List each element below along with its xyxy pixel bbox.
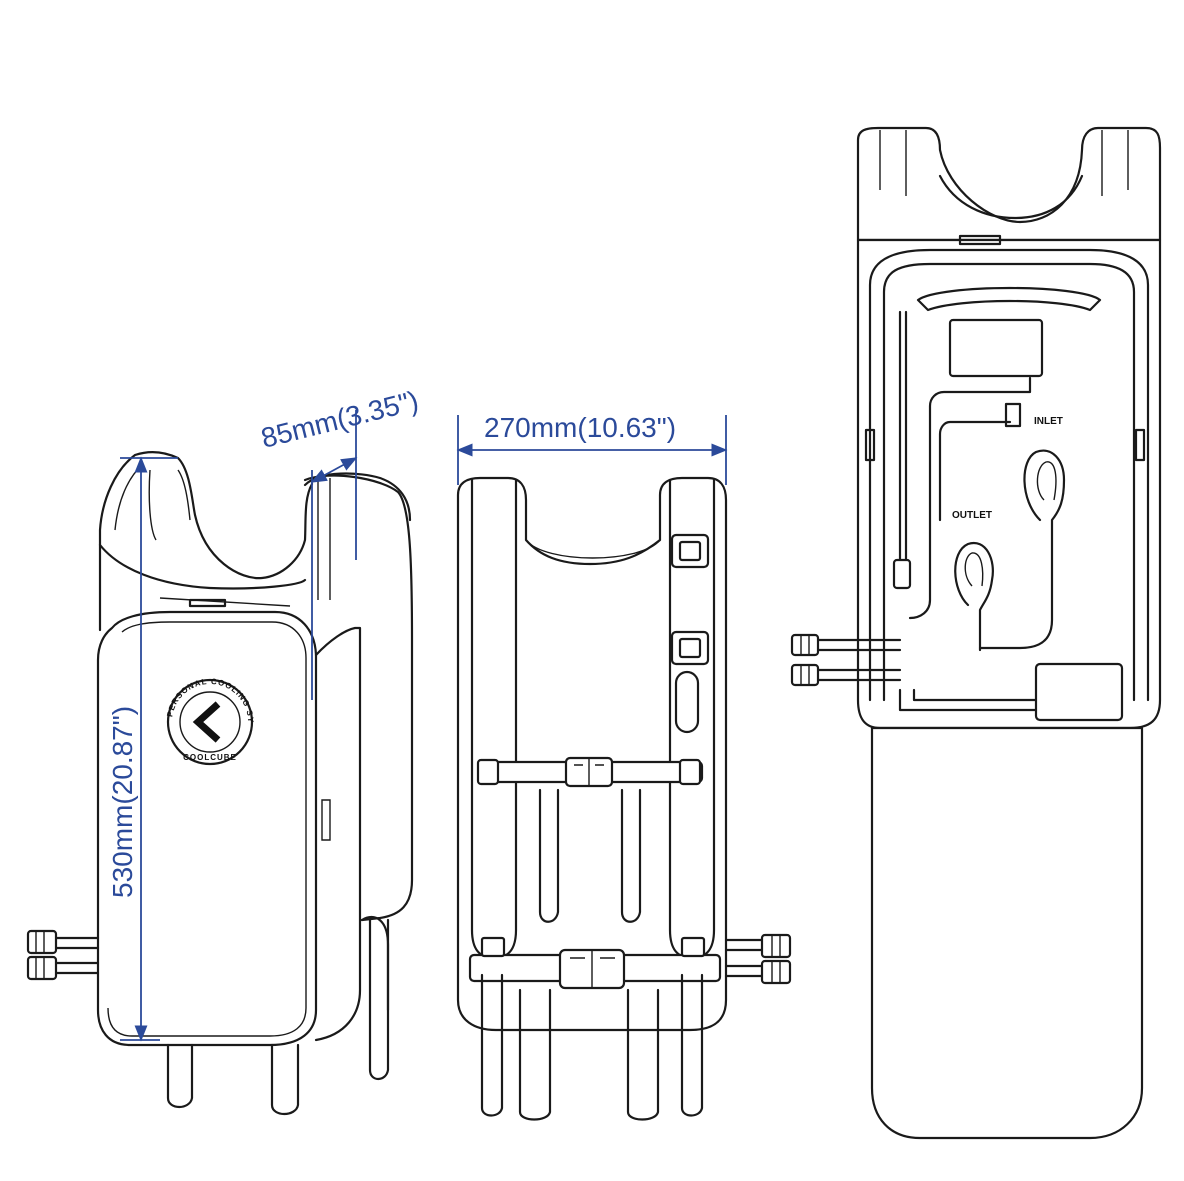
neck-curve xyxy=(525,539,661,559)
control-box xyxy=(948,318,1044,378)
cooling-cradle xyxy=(916,286,1102,312)
side-zipper xyxy=(321,799,331,841)
bottom-strap-mid xyxy=(270,1043,300,1116)
lower-strap-4 xyxy=(680,973,704,1117)
chest-strap xyxy=(476,756,704,788)
inlet-loop-inner xyxy=(1036,461,1057,501)
bottom-strap-left xyxy=(166,1043,194,1109)
tube-a xyxy=(908,376,1032,620)
lower-strap-1 xyxy=(480,973,504,1117)
upper-body-band xyxy=(98,543,307,632)
interior-top-yoke xyxy=(856,126,1162,242)
side-clip-left xyxy=(864,428,876,462)
neck-arc xyxy=(938,174,1084,220)
width-dimension: 270mm(10.63") xyxy=(456,412,728,485)
zipper-line-top xyxy=(159,597,291,607)
lower-strap-2 xyxy=(518,988,552,1121)
back-view: 270mm(10.63") xyxy=(456,412,792,1121)
outlet-loop-inner xyxy=(964,552,984,587)
height-dimension-label: 530mm(20.87") xyxy=(107,706,138,898)
yoke-detail xyxy=(879,130,1129,196)
zip-pull-interior xyxy=(958,234,1002,246)
top-yoke xyxy=(98,451,314,580)
connector-usb xyxy=(1004,402,1022,428)
pump-unit xyxy=(1034,662,1124,722)
lower-strap-3 xyxy=(626,988,660,1121)
height-dimension: 530mm(20.87") xyxy=(107,456,178,1042)
back-outline xyxy=(456,476,728,1032)
hose-connectors-left xyxy=(26,929,100,981)
side-clip-right xyxy=(1134,428,1146,462)
side-body xyxy=(314,626,362,1042)
depth-dimension-label: 85mm(3.35") xyxy=(258,385,422,454)
outlet-label: OUTLET xyxy=(952,510,992,521)
inlet-label: INLET xyxy=(1034,416,1063,427)
back-shell xyxy=(303,474,414,922)
hose-connectors-right xyxy=(724,933,792,985)
front-panel-inner-edge xyxy=(107,621,307,1037)
hip-strap xyxy=(468,936,722,990)
inner-frame-inner xyxy=(882,262,1136,702)
front-panel xyxy=(96,610,318,1047)
lower-flap xyxy=(870,726,1144,1140)
inner-frame-outer xyxy=(868,248,1150,702)
back-pad xyxy=(360,915,390,1012)
pad-inner-left xyxy=(538,788,560,923)
bottom-strap-right xyxy=(368,918,390,1081)
zipper-pull-top xyxy=(188,598,227,608)
shoulder-strap-right-inner xyxy=(317,478,331,600)
top-yoke-detail xyxy=(114,464,191,541)
strap-clips xyxy=(670,533,710,734)
width-dimension-label: 270mm(10.63") xyxy=(484,412,676,443)
pad-inner-right xyxy=(620,788,642,923)
hose-connectors-interior xyxy=(790,633,902,687)
tube-left-vertical xyxy=(898,310,908,562)
front-three-quarter-view: PERSONAL COOLING SYSTEM COOLCUBE 530mm(2… xyxy=(0,0,422,1116)
logo-brand-text: COOLCUBE xyxy=(183,753,237,762)
shoulder-strap-right xyxy=(303,472,412,522)
tube-b xyxy=(938,420,1012,522)
tube-left-connector xyxy=(892,558,912,590)
bottom-tube-2 xyxy=(912,688,1038,702)
bottom-tube xyxy=(898,688,1038,712)
interior-view: INLET OUTLET xyxy=(790,126,1162,1140)
outlet-loop xyxy=(954,541,994,652)
inlet-loop xyxy=(978,449,1066,650)
interior-body xyxy=(856,238,1162,730)
